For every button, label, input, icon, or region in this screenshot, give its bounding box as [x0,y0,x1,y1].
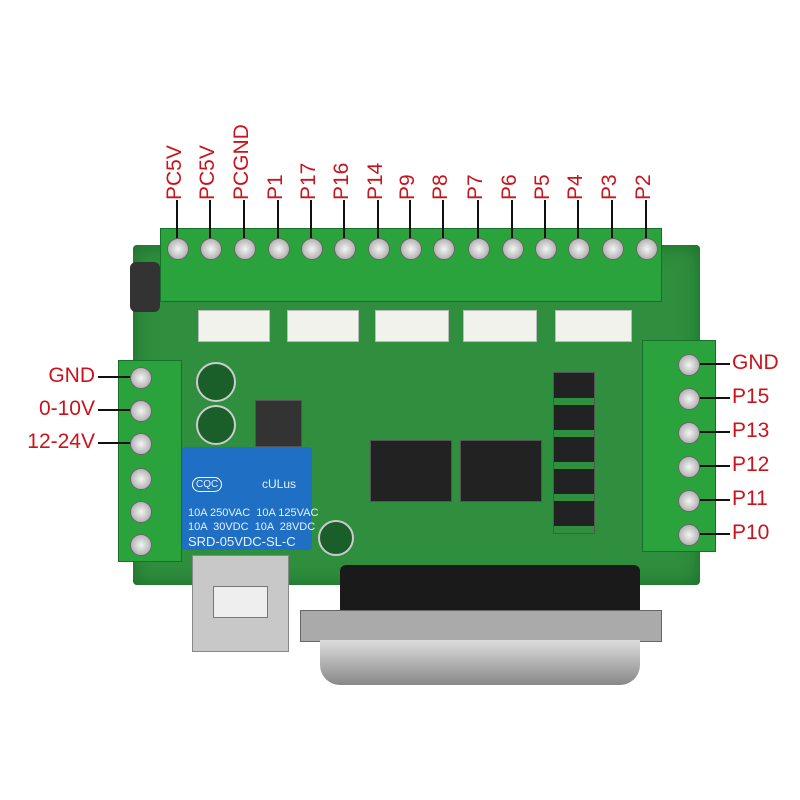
connector-header [463,310,537,342]
left-pin-label: 12-24V [27,430,95,453]
screw-terminal [200,238,222,260]
screw-terminal [502,238,524,260]
db25-connector [300,565,662,690]
screw-terminal [334,238,356,260]
leader-line [690,397,730,399]
connector-header [375,310,449,342]
right-pin-label: P11 [732,487,768,510]
leader-line [690,465,730,467]
relay-logo-cqc: CQC [192,477,223,492]
screw-terminal [678,422,700,444]
relay: CQC cULus 10A 250VAC 10A 125VAC 10A 30VD… [182,447,318,550]
top-pin-label: P6 [498,174,521,200]
leader-line [511,200,513,245]
screw-terminal [167,238,189,260]
screw-terminal [234,238,256,260]
screw-terminal [130,433,152,455]
top-pin-label: PCGND [230,124,253,200]
screw-terminal [433,238,455,260]
ic-chip [460,440,542,502]
leader-line [645,200,647,245]
capacitor [318,520,354,556]
leader-line [277,200,279,245]
relay-rating-1: 10A 250VAC 10A 125VAC [188,507,319,519]
leader-line [611,200,613,245]
screw-terminal [678,388,700,410]
right-pin-label: P10 [732,521,770,544]
capacitor [196,405,236,445]
leader-line [377,200,379,245]
connector-header [198,310,270,342]
top-pin-label: P16 [330,162,353,200]
top-pin-label: P8 [429,174,452,200]
leader-line [310,200,312,245]
leader-line [690,431,730,433]
leader-line [209,200,211,245]
leader-line [98,376,140,378]
leader-line [690,363,730,365]
top-pin-label: P2 [632,174,655,200]
leader-line [176,200,178,245]
top-pin-label: P17 [297,162,320,200]
leader-line [98,409,140,411]
screw-terminal [535,238,557,260]
screw-terminal [268,238,290,260]
top-pin-label: PC5V [163,145,186,200]
left-terminal-block [118,360,182,562]
screw-terminal [368,238,390,260]
right-pin-label: P15 [732,385,770,408]
leader-line [442,200,444,245]
leader-line [343,200,345,245]
screw-terminal [678,354,700,376]
top-pin-label: P14 [364,162,387,200]
screw-terminal [130,468,152,490]
screw-terminal [678,490,700,512]
top-pin-label: P5 [531,174,554,200]
connector-header [287,310,359,342]
leader-line [690,499,730,501]
ic-chip [370,440,452,502]
screw-terminal [602,238,624,260]
top-pin-label: P3 [598,174,621,200]
leader-line [690,533,730,535]
capacitor [196,362,236,402]
screw-terminal [468,238,490,260]
right-terminal-block [642,340,716,552]
right-pin-label: P13 [732,419,770,442]
top-pin-label: P7 [464,174,487,200]
screw-terminal [400,238,422,260]
usb-port [192,555,289,652]
left-pin-label: GND [48,364,95,387]
screw-terminal [636,238,658,260]
leader-line [544,200,546,245]
screw-terminal [130,367,152,389]
voltage-regulator [255,400,302,447]
screw-terminal [301,238,323,260]
relay-logo-ul: cULus [262,477,297,491]
screw-terminal [130,501,152,523]
optocouplers [553,372,595,534]
leader-line [577,200,579,245]
top-pin-label: P1 [264,174,287,200]
relay-rating-2: 10A 30VDC 10A 28VDC [188,521,316,533]
top-pin-label: P9 [396,174,419,200]
screw-terminal [568,238,590,260]
screw-terminal [130,400,152,422]
relay-model: SRD-05VDC-SL-C [188,534,296,549]
screw-terminal [130,534,152,556]
right-pin-label: GND [732,351,779,374]
leader-line [409,200,411,245]
capacitor [130,262,160,312]
right-pin-label: P12 [732,453,770,476]
screw-terminal [678,456,700,478]
top-pin-label: P4 [564,174,587,200]
leader-line [477,200,479,245]
leader-line [243,200,245,245]
leader-line [98,442,140,444]
connector-header [555,310,632,342]
left-pin-label: 0-10V [38,397,95,420]
screw-terminal [678,524,700,546]
top-pin-label: PC5V [196,145,219,200]
